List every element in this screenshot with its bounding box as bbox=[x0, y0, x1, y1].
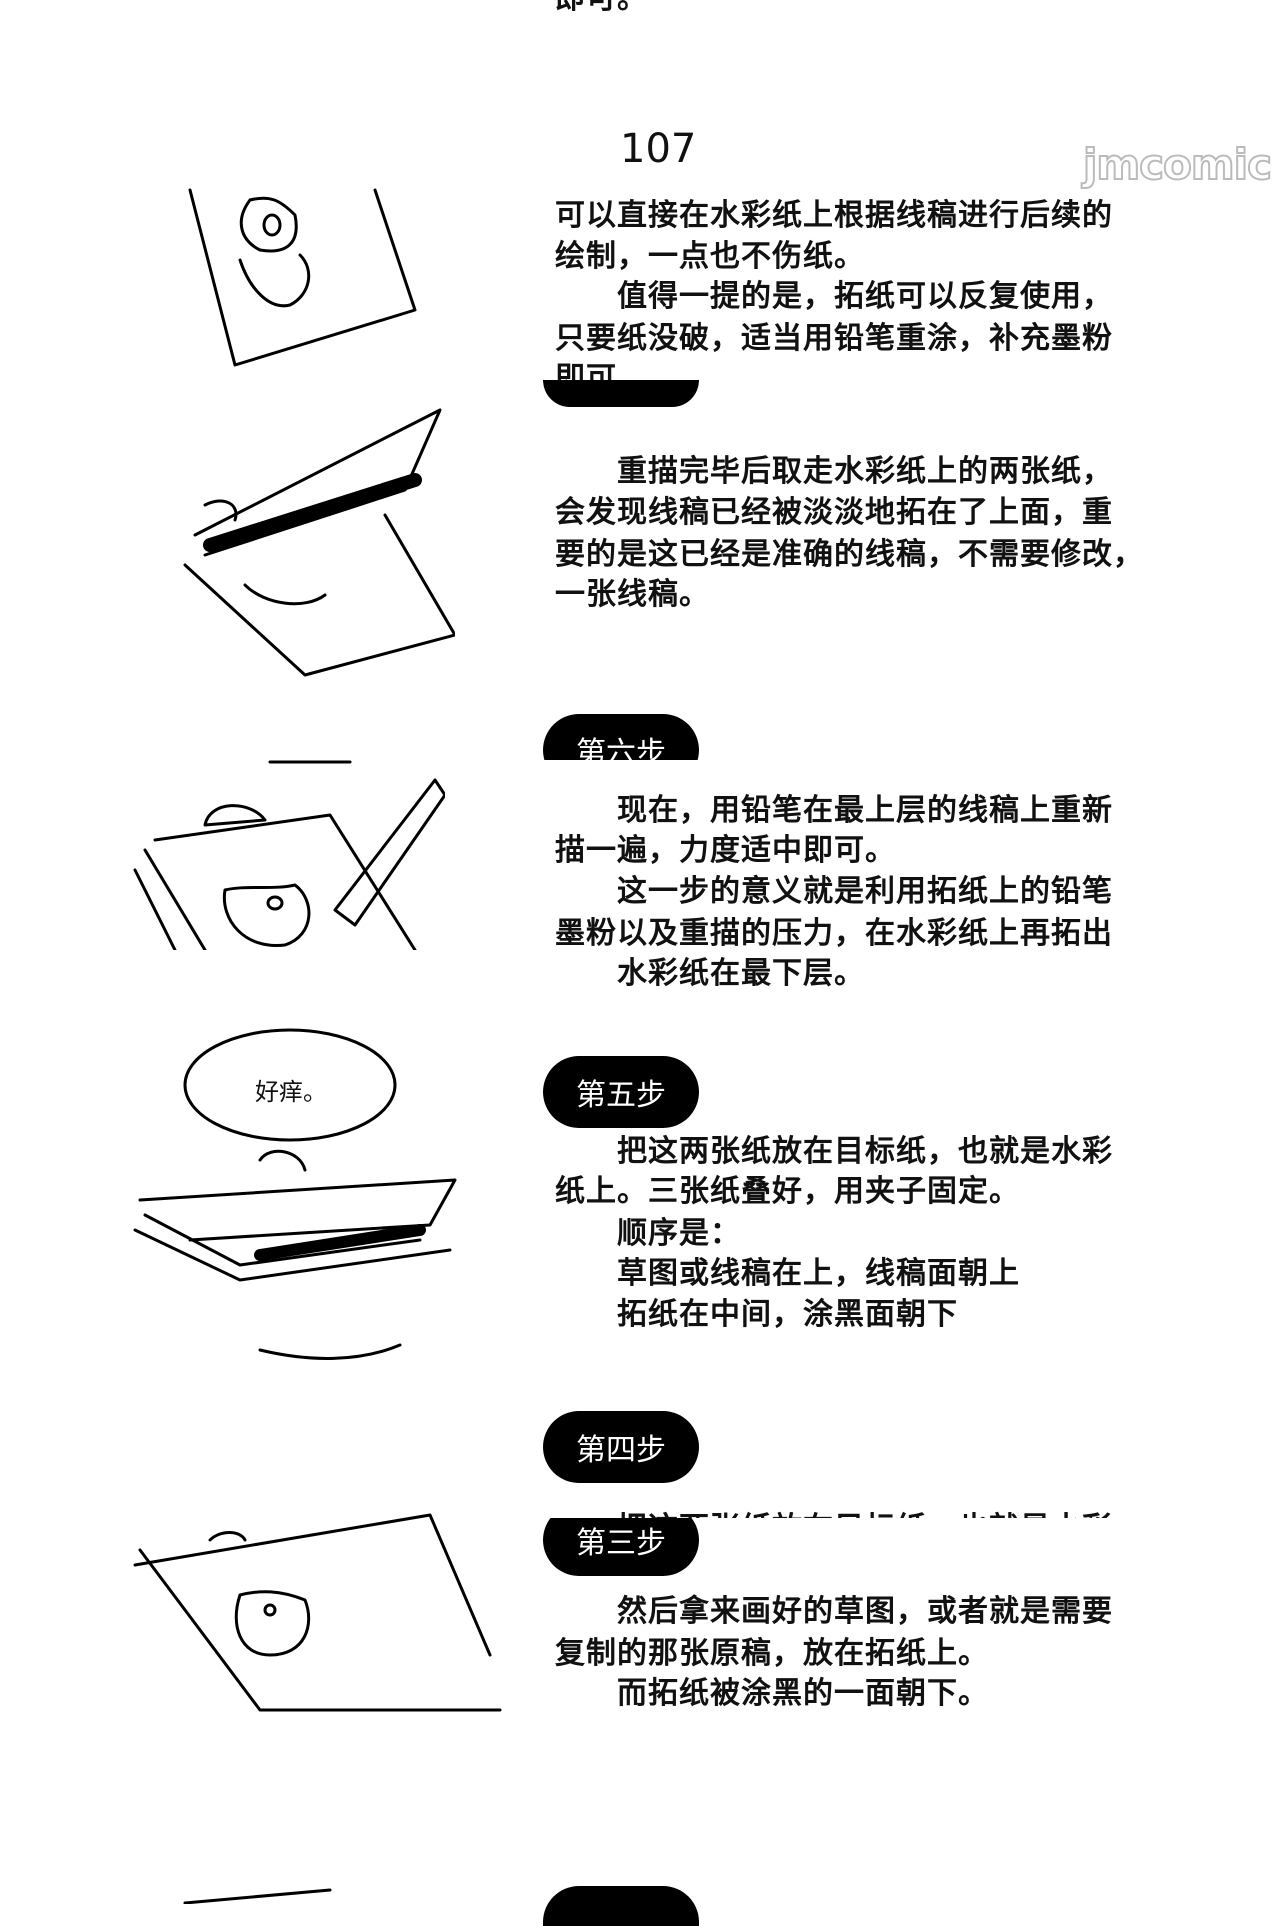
paragraph-remove-line: 会发现线稿已经被淡淡地拓在了上面，重 bbox=[555, 495, 1113, 530]
paragraph-reuse-line: 只要纸没破，适当用铅笔重涂，补充墨粉 bbox=[555, 321, 1113, 356]
step-4-partial-line: 把这两张纸放在目标纸，也就是水彩 bbox=[555, 1508, 1113, 1518]
illustration-lifting-paper bbox=[183, 408, 455, 677]
speech-bubble bbox=[183, 1028, 397, 1142]
step-3-pill: 第三步 bbox=[543, 1518, 699, 1576]
step-5-line: 拓纸在中间，涂黑面朝下 bbox=[617, 1297, 958, 1332]
paragraph-reuse-line: 绘制，一点也不伤纸。 bbox=[555, 239, 865, 274]
illustration-paper-drawing bbox=[188, 188, 417, 367]
step-3-line: 而拓纸被涂黑的一面朝下。 bbox=[617, 1676, 989, 1711]
step-5-line: 纸上。三张纸叠好，用夹子固定。 bbox=[555, 1174, 1020, 1209]
paragraph-reuse-line: 可以直接在水彩纸上根据线稿进行后续的 bbox=[555, 198, 1113, 233]
paragraph-reuse-line: 即可。 bbox=[555, 361, 648, 380]
text-fragment-top: 即可。 bbox=[555, 0, 648, 19]
page-number: 107 bbox=[620, 126, 697, 172]
step-pill-clipped bbox=[543, 380, 699, 407]
step-5-line: 草图或线稿在上，线稿面朝上 bbox=[617, 1256, 1020, 1291]
step-5-line: 顺序是： bbox=[617, 1216, 741, 1251]
step-pill-partial-bottom bbox=[543, 1886, 699, 1926]
watermark-logo: jmcomic bbox=[1082, 139, 1273, 190]
paragraph-remove-line: 重描完毕后取走水彩纸上的两张纸， bbox=[617, 454, 1113, 489]
paragraph-remove-line: 一张线稿。 bbox=[555, 577, 710, 612]
illustration-partial-bottom bbox=[183, 1888, 332, 1904]
step-6-line: 水彩纸在最下层。 bbox=[617, 956, 865, 991]
step-6-line: 这一步的意义就是利用拓纸上的铅笔 bbox=[617, 874, 1113, 909]
speech-bubble-text: 好痒。 bbox=[255, 1078, 327, 1106]
paragraph-remove-line: 要的是这已经是准确的线稿，不需要修改， bbox=[555, 537, 1144, 572]
illustration-sketch-on-paper bbox=[133, 1513, 502, 1712]
step-6-line: 现在，用铅笔在最上层的线稿上重新 bbox=[617, 793, 1113, 828]
step-3-line: 然后拿来画好的草图，或者就是需要 bbox=[617, 1594, 1113, 1629]
step-6-line: 描一遍，力度适中即可。 bbox=[555, 833, 896, 868]
paragraph-reuse-line: 值得一提的是，拓纸可以反复使用， bbox=[617, 279, 1113, 314]
illustration-stacked-papers bbox=[133, 1149, 457, 1360]
step-6-pill: 第六步 bbox=[543, 714, 699, 760]
step-5-pill: 第五步 bbox=[543, 1056, 699, 1128]
step-4-pill: 第四步 bbox=[543, 1411, 699, 1483]
step-5-line: 把这两张纸放在目标纸，也就是水彩 bbox=[617, 1134, 1113, 1169]
illustration-pencil-tracing bbox=[133, 760, 445, 950]
step-3-line: 复制的那张原稿，放在拓纸上。 bbox=[555, 1636, 989, 1671]
step-6-line: 墨粉以及重描的压力，在水彩纸上再拓出 bbox=[555, 916, 1113, 951]
